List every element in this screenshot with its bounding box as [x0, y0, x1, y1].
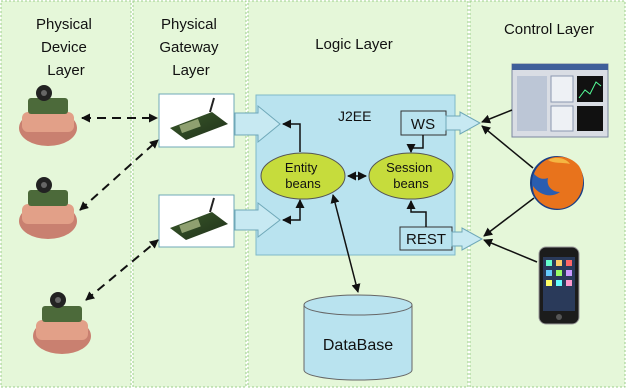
robot-device-3 [33, 292, 91, 354]
gateway-board-2 [158, 194, 235, 248]
logic-layer-title: Logic Layer [315, 36, 393, 53]
iphone-device [538, 246, 580, 325]
robot-device-2 [19, 177, 77, 239]
ws-block-arrow [445, 111, 482, 135]
ws-to-session-arrow [406, 135, 424, 153]
rest-to-session-arrow [406, 200, 427, 227]
robot-device-icon [19, 85, 77, 146]
entity-database-arrow [330, 194, 361, 293]
iphone-icon [538, 246, 580, 325]
desktop-app-screenshot-icon [511, 63, 609, 138]
device2-gateway1-dashed-arrow [79, 139, 159, 211]
robot-device-icon [33, 292, 91, 354]
gateway2-to-entity-arrow [282, 199, 305, 225]
firefox-to-rest-arrow [483, 197, 535, 237]
session-beans-label: Session beans [386, 160, 436, 191]
physical-device-layer-title: Physical Device Layer [36, 16, 96, 79]
gateway-board-icon [170, 97, 228, 140]
desktop-to-ws-arrow [481, 109, 513, 124]
j2ee-title: J2EE [338, 108, 371, 124]
desktop-app-screenshot [511, 63, 609, 138]
physical-gateway-layer-panel [132, 0, 247, 388]
robot-device-icon [19, 177, 77, 239]
gateway2-block-arrow [234, 201, 281, 239]
robot-device-1 [19, 85, 77, 146]
gateway1-to-entity-arrow [282, 119, 301, 152]
entity-beans-label: Entity beans [285, 160, 321, 191]
control-layer-title: Control Layer [504, 21, 594, 38]
iphone-to-rest-arrow [483, 238, 538, 263]
physical-gateway-layer-title: Physical Gateway Layer [159, 16, 222, 79]
device3-gateway2-dashed-arrow [85, 239, 159, 301]
firefox-icon [530, 156, 584, 210]
database-cylinder [303, 294, 413, 381]
gateway1-block-arrow [234, 104, 281, 144]
session-beans-node [368, 152, 454, 200]
database-label: DataBase [323, 337, 393, 354]
rest-label: REST [406, 231, 446, 248]
ws-label: WS [411, 116, 435, 133]
firefox-to-ws-arrow [481, 125, 534, 169]
firefox-browser-logo [530, 156, 584, 210]
gateway-board-icon [170, 197, 228, 240]
rest-block-arrow [451, 227, 484, 251]
gateway-board-1 [158, 93, 235, 148]
